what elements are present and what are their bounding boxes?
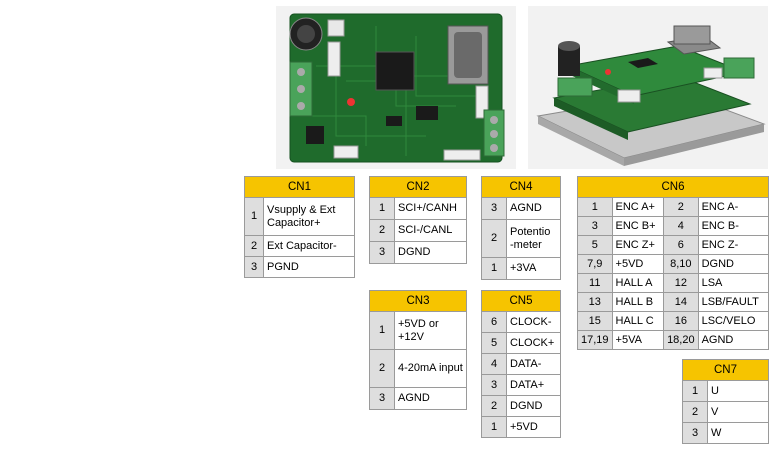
cn5-signal: +5VD [506, 416, 561, 438]
cn7-pin: 3 [682, 422, 708, 444]
cn6-pin: 17,19 [577, 330, 613, 350]
cn1-title: CN1 [244, 176, 355, 198]
cn3-title: CN3 [369, 290, 467, 312]
cn6-signal: LSC/VELO [697, 311, 770, 331]
cn6-signal: ENC B+ [611, 216, 665, 236]
cn6-pin: 2 [663, 197, 699, 217]
cn2-table: CN2 1 SCI+/CANH 2 SCI-/CANL 3 DGND [369, 176, 467, 264]
cn6-pin: 12 [663, 273, 699, 293]
cn3-table: CN3 1 +5VD or +12V 2 4-20mA input 3 AGND [369, 290, 467, 410]
cn6-signal: ENC B- [697, 216, 770, 236]
cn5-table: CN5 6 CLOCK- 5 CLOCK+ 4 DATA- 3 DATA+ 2 … [481, 290, 561, 438]
cn1-signal: Vsupply & Ext Capacitor+ [263, 197, 355, 236]
cn2-pin: 1 [369, 197, 395, 220]
cn6-pin: 4 [663, 216, 699, 236]
cn6-signal: ENC A+ [611, 197, 665, 217]
cn6-pin: 11 [577, 273, 613, 293]
cn6-signal: ENC Z+ [611, 235, 665, 255]
board-stack-perspective-photo [528, 6, 768, 169]
cn3-pin: 3 [369, 387, 395, 410]
cn6-signal: ENC Z- [697, 235, 770, 255]
cn7-signal: V [707, 401, 769, 423]
cn5-signal: DATA- [506, 353, 561, 375]
cn5-pin: 6 [481, 311, 507, 333]
cn7-title: CN7 [682, 359, 769, 381]
cn6-signal: +5VA [611, 330, 665, 350]
cn4-signal: AGND [506, 197, 561, 220]
cn6-pin: 3 [577, 216, 613, 236]
cn6-signal: HALL C [611, 311, 665, 331]
cn4-pin: 3 [481, 197, 507, 220]
cn3-signal: AGND [394, 387, 467, 410]
cn2-signal: SCI-/CANL [394, 219, 467, 242]
cn6-signal: +5VD [611, 254, 665, 274]
cn5-signal: CLOCK- [506, 311, 561, 333]
cn5-pin: 3 [481, 374, 507, 396]
cn1-pin: 2 [244, 235, 264, 257]
cn5-pin: 1 [481, 416, 507, 438]
cn2-signal: DGND [394, 241, 467, 264]
cn5-title: CN5 [481, 290, 561, 312]
cn6-pin: 1 [577, 197, 613, 217]
cn3-pin: 1 [369, 311, 395, 350]
cn1-pin: 1 [244, 197, 264, 236]
cn5-pin: 5 [481, 332, 507, 354]
cn3-signal: 4-20mA input [394, 349, 467, 388]
cn2-signal: SCI+/CANH [394, 197, 467, 220]
cn4-pin: 2 [481, 219, 507, 258]
cn1-signal: PGND [263, 256, 355, 278]
cn7-pin: 1 [682, 380, 708, 402]
cn6-pin: 13 [577, 292, 613, 312]
cn5-pin: 2 [481, 395, 507, 417]
cn2-title: CN2 [369, 176, 467, 198]
cn7-pin: 2 [682, 401, 708, 423]
cn4-pin: 1 [481, 257, 507, 280]
cn6-pin: 5 [577, 235, 613, 255]
cn6-signal: HALL B [611, 292, 665, 312]
cn6-signal: HALL A [611, 273, 665, 293]
cn6-signal: ENC A- [697, 197, 770, 217]
cn5-signal: DATA+ [506, 374, 561, 396]
cn1-table: CN1 1 Vsupply & Ext Capacitor+ 2 Ext Cap… [244, 176, 355, 278]
cn7-signal: U [707, 380, 769, 402]
cn6-signal: DGND [697, 254, 770, 274]
cn6-pin: 18,20 [663, 330, 699, 350]
cn6-pin: 7,9 [577, 254, 613, 274]
cn4-signal: Potentio -meter [506, 219, 561, 258]
cn2-pin: 3 [369, 241, 395, 264]
cn6-pin: 14 [663, 292, 699, 312]
cn7-table: CN7 1 U 2 V 3 W [682, 359, 769, 444]
cn2-pin: 2 [369, 219, 395, 242]
cn5-pin: 4 [481, 353, 507, 375]
cn3-signal: +5VD or +12V [394, 311, 467, 350]
cn6-pin: 16 [663, 311, 699, 331]
board-top-view-photo [276, 6, 516, 169]
cn6-title: CN6 [577, 176, 769, 198]
cn3-pin: 2 [369, 349, 395, 388]
cn4-title: CN4 [481, 176, 561, 198]
cn6-pin: 15 [577, 311, 613, 331]
cn6-signal: LSB/FAULT [697, 292, 770, 312]
cn6-pin: 6 [663, 235, 699, 255]
cn4-signal: +3VA [506, 257, 561, 280]
cn6-pin: 8,10 [663, 254, 699, 274]
cn1-signal: Ext Capacitor- [263, 235, 355, 257]
cn1-pin: 3 [244, 256, 264, 278]
cn6-signal: LSA [697, 273, 770, 293]
cn5-signal: CLOCK+ [506, 332, 561, 354]
cn6-table: CN6 1 ENC A+ 2 ENC A- 3 ENC B+ 4 ENC B- … [577, 176, 770, 350]
cn5-signal: DGND [506, 395, 561, 417]
cn6-signal: AGND [697, 330, 770, 350]
cn4-table: CN4 3 AGND 2 Potentio -meter 1 +3VA [481, 176, 561, 280]
cn7-signal: W [707, 422, 769, 444]
